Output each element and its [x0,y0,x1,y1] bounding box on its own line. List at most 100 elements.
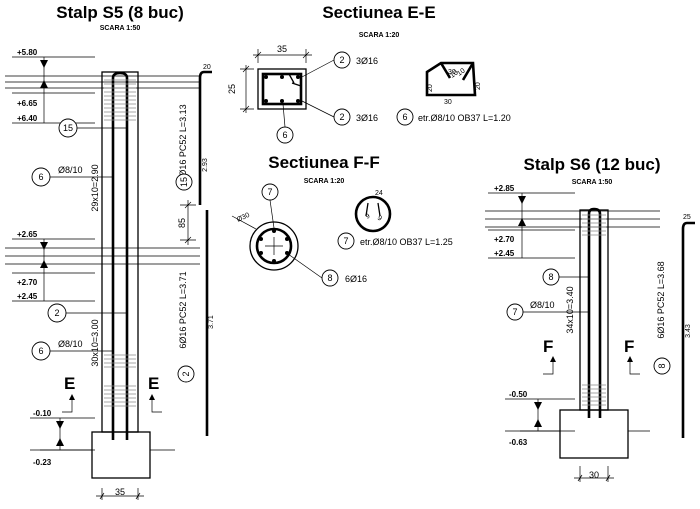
sf-bar-4 [272,259,276,263]
s6-stirrup-num: 7 [512,307,517,317]
sf-rebar-text: 6Ø16 [345,274,367,284]
se-shape-dim-2: 10 [456,67,466,77]
se-bar-br [296,99,300,103]
s6-level-3: +2.45 [494,249,515,258]
se-title: Sectiunea E-E [322,3,435,22]
se-shape-dim-4: 20 [475,82,482,90]
se-stirrup-spec-num: 6 [402,112,407,122]
se-rebar-top-num: 2 [339,55,344,65]
se-rebar-top-bubble [333,51,351,69]
se-stirrup-bubble [276,126,294,144]
sf-stirrup-spec: etr.Ø8/10 OB37 L=1.25 [360,237,453,247]
s5-bar15-num-right: 15 [179,177,189,187]
s5-bar15-num-left: 15 [63,123,73,133]
sf-hoop-hooks [365,202,381,217]
s6-bar8-spec: 6Ø16 PC52 L=3.68 [656,261,666,338]
s5-bar15-dim-hook: 20 [203,64,211,71]
se-rebar-top-text: 3Ø16 [356,56,378,66]
se-bar-bl [264,99,268,103]
sf-diameter-leader [231,215,257,230]
s5-scale: SCARA 1:50 [100,25,141,32]
s5-stirrups-top [104,79,136,121]
s5-main-bars [111,71,129,440]
s6-level-4: -0.50 [509,390,528,399]
s6-cut-arrows [550,356,633,362]
sf-bar-5 [259,251,263,255]
s5-level-3: +6.40 [17,114,38,123]
s5-bar15-dim-length: 2.93 [202,158,209,172]
se-stirrup-hooks [288,73,302,87]
s5-foundation [91,431,151,479]
s6-bar8-num-right: 8 [657,363,667,368]
se-width-dim [253,49,312,63]
s5-bar2-num-left: 2 [54,308,59,318]
s6-cut-left: F [543,337,553,356]
section-f-f: Sectiunea F-F SCARA 1:20 Ø30 7 8 6Ø16 24… [231,153,453,287]
s6-bar8-bubble [542,268,560,286]
s5-stirrup-top-dia: Ø8/10 [58,165,83,175]
s6-cut-marker-right [629,360,640,375]
s6-stirrup-pitch: 34x10=3.40 [565,286,575,333]
s6-beam [485,210,660,228]
s6-bar8-bubble-right [653,357,671,375]
s5-bar15-spec: 6Ø16 PC52 L=3.13 [178,104,188,181]
s6-width-value: 30 [589,470,599,480]
sf-hoop-dim-3: 9 [376,215,383,223]
se-width-value: 35 [277,44,287,54]
s5-overlap-value: 85 [177,218,187,228]
s6-stirrup-dia: Ø8/10 [530,300,555,310]
sf-bar-2 [285,237,289,241]
se-bar-bm [280,99,284,103]
s6-foundation [559,409,629,459]
s6-cut-marker-left [543,360,554,375]
s5-level-2: +6.65 [17,99,38,108]
s5-bar2-num-right: 2 [181,371,191,376]
se-stirrup-spec: etr.Ø8/10 OB37 L=1.20 [418,113,511,123]
s6-level-arrows [518,196,542,427]
s5-bar2-bubble [47,303,67,323]
se-bar-tm [280,75,284,79]
s6-title: Stalp S6 (12 buc) [524,155,661,174]
se-height-dim [240,65,254,113]
se-scale: SCARA 1:20 [359,32,400,39]
sf-diameter: Ø30 [236,212,251,224]
se-shape-dim-6: 30 [444,99,452,106]
se-concrete-outline [257,68,307,110]
s6-width-dim [574,466,614,482]
se-leaders [282,59,335,128]
s5-cut-right: E [148,374,159,393]
s5-stirrup-bottom-bubble [31,341,51,361]
s6-scale: SCARA 1:50 [572,179,613,186]
s5-stirrup-top-num: 6 [38,172,43,182]
s6-bar8-dim-length: 3.43 [685,324,692,338]
sf-rebar-bubble [321,269,339,287]
s5-level-5: +2.70 [17,278,38,287]
s6-main-bars [587,207,602,418]
s5-bar15-bubble [58,118,78,138]
s5-cut-marker-left [62,398,73,413]
sf-rebar-num: 8 [327,273,332,283]
s5-bar15-shape [198,70,212,205]
column-s6: Stalp S6 (12 buc) SCARA 1:50 +2.85 +2.70… [485,155,695,482]
s5-bar2-bubble-right [177,365,195,383]
s5-level-4: +2.65 [17,230,38,239]
sf-leaders [269,199,323,279]
se-shape-dim-3: 20 [427,84,434,92]
s6-cut-right: F [624,337,634,356]
s6-bar8-dim-hook: 25 [683,214,691,221]
sf-stirrup-num: 7 [267,187,272,197]
s5-stirrup-bottom-dia: Ø8/10 [58,339,83,349]
sf-title: Sectiunea F-F [268,153,379,172]
s5-width-dim [96,488,144,500]
s5-stirrup-bottom-pitch: 30x10=3.00 [90,319,100,366]
s5-level-8: -0.23 [33,458,52,467]
s6-level-5: -0.63 [509,438,528,447]
sf-stirrup-spec-num: 7 [343,236,348,246]
se-stirrup-spec-bubble [396,108,414,126]
s5-bar2-dim-length: 3.71 [208,315,215,329]
s5-level-7: -0.10 [33,409,52,418]
se-bar-tl [264,75,268,79]
sf-concrete-circle [249,221,299,271]
s6-stirrups [582,214,606,406]
